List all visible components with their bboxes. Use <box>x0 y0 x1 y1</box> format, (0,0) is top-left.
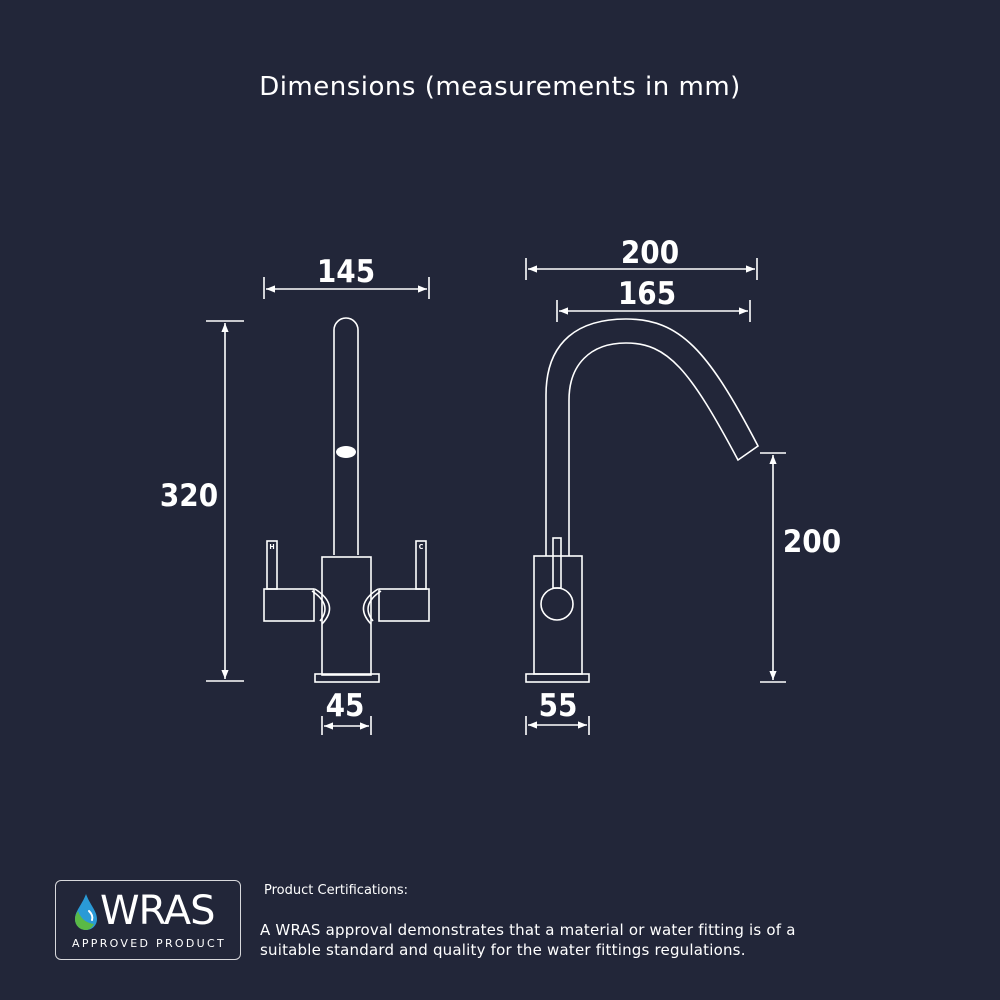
front-spout-column <box>333 317 359 555</box>
water-drop-icon <box>75 894 97 930</box>
side-spout-reach-label: 165 <box>618 276 676 312</box>
front-base-plate <box>314 673 380 683</box>
side-body <box>533 555 583 675</box>
certification-heading: Product Certifications: <box>264 883 408 898</box>
side-spout-height-dimension <box>760 452 786 683</box>
page-title: Dimensions (measurements in mm) <box>259 72 741 102</box>
hot-marker: H <box>269 543 274 551</box>
front-height-label: 320 <box>160 478 218 514</box>
side-spout-height-label: 200 <box>783 524 841 560</box>
wras-badge: WRAS APPROVED PRODUCT <box>55 880 241 960</box>
front-width-label: 145 <box>317 254 375 290</box>
side-gooseneck-spout <box>545 318 760 556</box>
cold-handle-arm <box>378 588 430 622</box>
front-view-tap <box>263 317 430 683</box>
side-reach-label: 200 <box>621 235 679 271</box>
front-base-dimension <box>321 716 372 735</box>
wras-logo-text: WRAS <box>100 888 215 934</box>
side-base-dimension <box>525 716 590 735</box>
hot-handle-arm <box>263 588 315 622</box>
side-spout-reach-dimension <box>556 300 751 322</box>
side-lever-knob <box>540 587 574 621</box>
wras-subtitle: APPROVED PRODUCT <box>72 937 226 950</box>
front-body <box>321 556 372 676</box>
front-width-dimension <box>263 277 430 299</box>
front-height-dimension <box>206 320 244 682</box>
front-base-label: 45 <box>326 688 365 724</box>
side-lever <box>552 537 562 589</box>
cold-marker: C <box>419 543 424 551</box>
side-base-plate <box>525 673 590 683</box>
certification-text: A WRAS approval demonstrates that a mate… <box>260 921 796 959</box>
side-view-tap <box>525 318 760 683</box>
front-aerator <box>336 446 356 458</box>
side-base-label: 55 <box>539 688 578 724</box>
dimension-diagram: H C 145 320 45 200 <box>160 235 841 735</box>
side-reach-dimension <box>525 258 758 280</box>
